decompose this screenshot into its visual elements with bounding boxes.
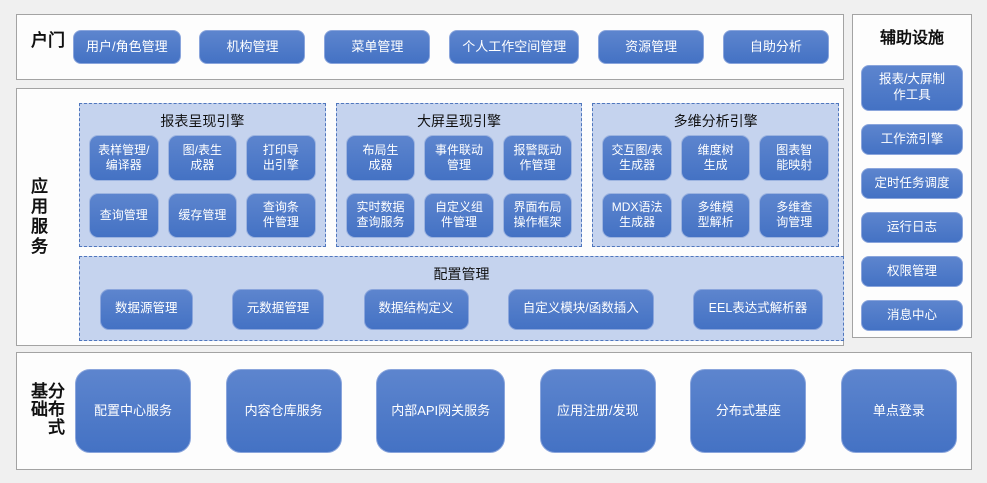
btn-custom-component-management[interactable]: 自定义组 件管理 bbox=[424, 192, 494, 238]
btn-resource-management[interactable]: 资源管理 bbox=[598, 30, 705, 64]
portal-button-row: 用户/角色管理 机构管理 菜单管理 个人工作空间管理 资源管理 自助分析 bbox=[73, 15, 829, 79]
report-render-engine-grid: 表样管理/ 编译器 图/表生 成器 打印导 出引擎 查询管理 缓存管理 查询条 … bbox=[89, 135, 316, 238]
btn-print-export-engine[interactable]: 打印导 出引擎 bbox=[246, 135, 316, 181]
btn-custom-module-function-insert[interactable]: 自定义模块/函数插入 bbox=[507, 288, 654, 330]
multidim-analysis-engine-group: 多维分析引擎 交互图/表 生成器 维度树 生成 图表智 能映射 MDX语法 生成… bbox=[592, 103, 840, 247]
config-management-title: 配置管理 bbox=[433, 266, 490, 282]
btn-layout-generator[interactable]: 布局生 成器 bbox=[345, 135, 416, 181]
btn-style-management-compiler[interactable]: 表样管理/ 编译器 bbox=[89, 135, 159, 181]
application-services-panel: 应用服务 报表呈现引擎 表样管理/ 编译器 图/表生 成器 打印导 出引擎 查询… bbox=[16, 88, 844, 346]
btn-datasource-management[interactable]: 数据源管理 bbox=[100, 288, 193, 330]
btn-run-log[interactable]: 运行日志 bbox=[861, 212, 963, 243]
btn-multidim-query-management[interactable]: 多维查 询管理 bbox=[759, 192, 829, 238]
config-management-group: 配置管理 数据源管理 元数据管理 数据结构定义 自定义模块/函数插入 EEL表达… bbox=[79, 256, 844, 341]
btn-chart-smart-mapping[interactable]: 图表智 能映射 bbox=[759, 135, 829, 181]
btn-query-condition-management[interactable]: 查询条 件管理 bbox=[246, 192, 316, 238]
btn-ui-layout-operation-framework[interactable]: 界面布局 操作框架 bbox=[502, 192, 573, 238]
btn-event-linkage-management[interactable]: 事件联动 管理 bbox=[424, 135, 494, 181]
btn-eel-expression-parser[interactable]: EEL表达式解析器 bbox=[692, 288, 823, 330]
btn-dimension-tree-generation[interactable]: 维度树 生成 bbox=[680, 135, 751, 181]
btn-org-management[interactable]: 机构管理 bbox=[199, 30, 306, 64]
auxiliary-facilities-title: 辅助设施 bbox=[879, 30, 944, 47]
btn-distributed-base[interactable]: 分布式基座 bbox=[690, 369, 807, 453]
btn-chart-table-generator[interactable]: 图/表生 成器 bbox=[167, 135, 238, 181]
btn-message-center[interactable]: 消息中心 bbox=[861, 300, 963, 331]
foundation-button-row: 配置中心服务 内容仓库服务 内部API网关服务 应用注册/发现 分布式基座 单点… bbox=[75, 353, 957, 469]
auxiliary-facilities-panel: 辅助设施 报表/大屏制 作工具 工作流引擎 定时任务调度 运行日志 权限管理 消… bbox=[852, 14, 972, 338]
bigscreen-render-engine-title: 大屏呈现引擎 bbox=[417, 113, 501, 129]
distributed-foundation-panel: 分布式基础 配置中心服务 内容仓库服务 内部API网关服务 应用注册/发现 分布… bbox=[16, 352, 972, 470]
btn-menu-management[interactable]: 菜单管理 bbox=[324, 30, 431, 64]
distributed-foundation-label: 分布式基础 bbox=[28, 382, 64, 436]
application-services-label: 应用服务 bbox=[28, 177, 47, 257]
engine-row: 报表呈现引擎 表样管理/ 编译器 图/表生 成器 打印导 出引擎 查询管理 缓存… bbox=[79, 103, 840, 247]
btn-report-bigscreen-authoring-tool[interactable]: 报表/大屏制 作工具 bbox=[861, 65, 963, 111]
btn-user-role-management[interactable]: 用户/角色管理 bbox=[73, 30, 181, 64]
btn-realtime-data-query-service[interactable]: 实时数据 查询服务 bbox=[345, 192, 416, 238]
bigscreen-render-engine-grid: 布局生 成器 事件联动 管理 报警既动 作管理 实时数据 查询服务 自定义组 件… bbox=[345, 135, 573, 238]
btn-metadata-management[interactable]: 元数据管理 bbox=[231, 288, 325, 330]
portal-label: 门户 bbox=[28, 31, 64, 51]
btn-single-sign-on[interactable]: 单点登录 bbox=[840, 369, 957, 453]
btn-scheduled-task-scheduling[interactable]: 定时任务调度 bbox=[861, 168, 963, 199]
btn-permission-management[interactable]: 权限管理 bbox=[861, 256, 963, 287]
btn-multidim-model-parsing[interactable]: 多维模 型解析 bbox=[680, 192, 751, 238]
btn-personal-workspace-management[interactable]: 个人工作空间管理 bbox=[449, 30, 580, 64]
portal-panel: 门户 用户/角色管理 机构管理 菜单管理 个人工作空间管理 资源管理 自助分析 bbox=[16, 14, 844, 80]
btn-query-management[interactable]: 查询管理 bbox=[89, 192, 159, 238]
btn-app-registration-discovery[interactable]: 应用注册/发现 bbox=[539, 369, 656, 453]
btn-alarm-action-management[interactable]: 报警既动 作管理 bbox=[502, 135, 573, 181]
multidim-analysis-engine-title: 多维分析引擎 bbox=[673, 113, 758, 129]
auxiliary-column: 辅助设施 报表/大屏制 作工具 工作流引擎 定时任务调度 运行日志 权限管理 消… bbox=[853, 15, 971, 337]
bigscreen-render-engine-group: 大屏呈现引擎 布局生 成器 事件联动 管理 报警既动 作管理 实时数据 查询服务… bbox=[335, 103, 583, 247]
btn-mdx-syntax-generator[interactable]: MDX语法 生成器 bbox=[602, 192, 672, 238]
config-button-row: 数据源管理 元数据管理 数据结构定义 自定义模块/函数插入 EEL表达式解析器 bbox=[100, 288, 823, 330]
btn-interactive-chart-generator[interactable]: 交互图/表 生成器 bbox=[602, 135, 672, 181]
multidim-analysis-engine-grid: 交互图/表 生成器 维度树 生成 图表智 能映射 MDX语法 生成器 多维模 型… bbox=[602, 135, 829, 238]
btn-content-repository-service[interactable]: 内容仓库服务 bbox=[225, 369, 342, 453]
report-render-engine-title: 报表呈现引擎 bbox=[160, 113, 245, 129]
btn-config-center-service[interactable]: 配置中心服务 bbox=[75, 369, 191, 453]
btn-cache-management[interactable]: 缓存管理 bbox=[167, 192, 238, 238]
btn-data-structure-definition[interactable]: 数据结构定义 bbox=[363, 288, 469, 330]
btn-self-service-analysis[interactable]: 自助分析 bbox=[722, 30, 829, 64]
btn-internal-api-gateway-service[interactable]: 内部API网关服务 bbox=[376, 369, 506, 453]
report-render-engine-group: 报表呈现引擎 表样管理/ 编译器 图/表生 成器 打印导 出引擎 查询管理 缓存… bbox=[79, 103, 326, 247]
btn-workflow-engine[interactable]: 工作流引擎 bbox=[861, 124, 963, 155]
